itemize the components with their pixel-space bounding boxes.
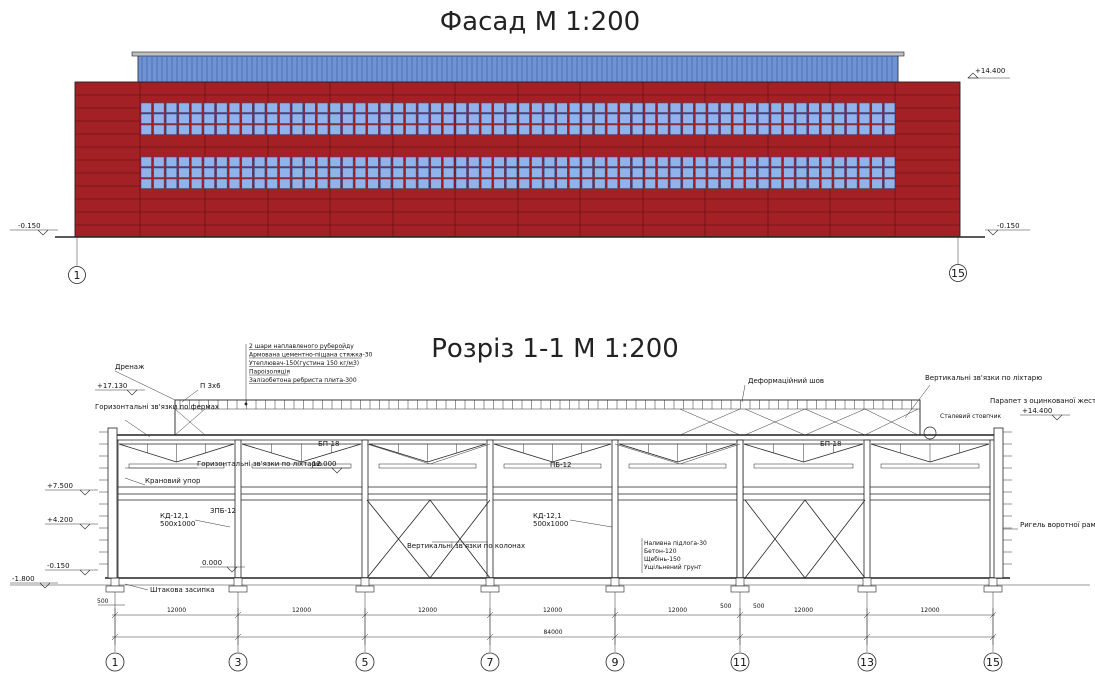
label-horiz-ties-truss: Горизонтальні зв'язки по фермах	[95, 403, 219, 411]
label-drainage: Дренаж	[115, 363, 145, 371]
column-5	[361, 439, 369, 579]
label-strip-foundation: Штакова засипка	[150, 586, 215, 594]
label-zpb12: ЗПБ-12	[210, 507, 236, 515]
facade-axis-1-label: 1	[74, 269, 81, 282]
lantern-ribs	[175, 400, 920, 410]
facade-level-left: -0.150	[10, 222, 58, 236]
dim-span-1: 12000	[167, 607, 186, 614]
section-axis-13: 13	[860, 656, 874, 669]
detail-marker	[923, 426, 937, 440]
facade-level-left-label: -0.150	[18, 222, 41, 230]
section-axis-15: 15	[986, 656, 1000, 669]
section-axis-7: 7	[487, 656, 494, 669]
label-gate-frame: Ригель воротної рами	[1020, 521, 1095, 529]
section-title: Розріз 1-1 М 1:200	[431, 334, 679, 364]
dim-span-4: 12000	[543, 607, 562, 614]
dim-span-5: 12000	[668, 607, 687, 614]
label-bp18-a: БП-18	[318, 440, 340, 448]
facade-drawing	[55, 51, 985, 238]
section-axis-5: 5	[362, 656, 369, 669]
facade-level-right: -0.150	[985, 222, 1030, 236]
facade-roof-strip	[137, 54, 899, 84]
floor-layers-callout: Наливна підлога-30Бетон-120Щебінь-150Ущі…	[644, 540, 707, 571]
end-wall-right	[993, 427, 1004, 579]
dim-total: 84000	[543, 629, 562, 636]
dim-span-2: 12000	[292, 607, 311, 614]
end-wall-left	[107, 427, 118, 579]
floor-layer-4: Ущільнений грунт	[644, 564, 702, 571]
facade-window-bands	[140, 102, 896, 189]
facade-axis-15: 15	[949, 237, 967, 282]
label-pb12: ПБ-12	[550, 461, 572, 469]
dim-span-6: 12000	[794, 607, 813, 614]
section-axis-9: 9	[612, 656, 619, 669]
roof-lantern	[174, 399, 921, 436]
roof-trusses	[118, 443, 990, 469]
roof-layer-4: Пароізоляція	[249, 369, 290, 376]
column-7	[486, 439, 494, 579]
facade-title: Фасад М 1:200	[440, 7, 640, 37]
facade-level-right-label: -0.150	[997, 222, 1020, 230]
section-axis-11: 11	[733, 656, 747, 669]
section-annotations: Дренаж П 3х6 Деформаційний шов Вертикаль…	[95, 363, 1095, 594]
column-9	[611, 439, 619, 579]
level-label-1: +14.400	[1022, 407, 1052, 415]
level-label-4: +4.200	[47, 516, 73, 524]
roof-layer-3: Утеплювач-150(густина 150 кг/м3)	[249, 360, 359, 367]
facade-axis-1: 1	[68, 237, 86, 284]
dim-edge-500-mid2: 500	[753, 603, 765, 610]
roof-layer-2: Армована цементно-піщана стяжка-30	[249, 352, 373, 359]
label-parapet: Парапет з оцинкованої жесті	[990, 397, 1095, 405]
roof-layer-1: 2 шари наплавленого руберойду	[249, 343, 354, 350]
label-p3x6: П 3х6	[200, 382, 221, 390]
dim-span-3: 12000	[418, 607, 437, 614]
level-label-5: -0.150	[47, 562, 70, 570]
foundations	[105, 577, 1003, 593]
column-13	[863, 439, 871, 579]
label-kd-a2: 500х1000	[160, 520, 195, 528]
label-vert-ties-columns-1: Вертикальні зв'язки по колонах	[407, 542, 525, 550]
lantern-cross-bracing	[174, 408, 919, 436]
column-11-twin	[736, 439, 744, 579]
label-kd-b: КД-12,1	[533, 512, 562, 520]
dim-edge-500-mid1: 500	[720, 603, 732, 610]
label-kd-a: КД-12,1	[160, 512, 189, 520]
facade-level-top: +14.400	[967, 67, 1010, 79]
label-vert-ties-lantern: Вертикальні зв'язки по ліхтарю	[925, 374, 1042, 382]
section-axis-1: 1	[112, 656, 119, 669]
dim-span-7: 12000	[920, 607, 939, 614]
label-crane-stop: Крановий упор	[145, 477, 201, 485]
column-bracing	[366, 443, 866, 579]
roof-layer-5: Залізобетона ребриста плита-300	[249, 377, 357, 384]
floor-layer-2: Бетон-120	[644, 548, 677, 555]
section-levels: +17.130 +14.400 12.000 +7.500 +4.200 -0.150 0.…	[10, 382, 1070, 589]
level-label-3: +7.500	[47, 482, 73, 490]
facade-axis-15-label: 15	[951, 267, 965, 280]
level-label-2: 12.000	[312, 460, 337, 468]
level-label-0: +17.130	[97, 382, 127, 390]
facade-roof-ribs	[141, 57, 893, 82]
section-axis-3: 3	[235, 656, 242, 669]
dim-edge-500-left: 500	[97, 598, 109, 605]
facade-roof-cap	[131, 51, 905, 57]
level-label-6: 0.000	[202, 559, 222, 567]
label-horiz-ties-lantern: Горизонтальні зв'язки по ліхтарю	[197, 460, 322, 468]
floor-layer-3: Щебінь-150	[644, 556, 681, 563]
label-kd-b2: 500х1000	[533, 520, 568, 528]
label-deform-seam: Деформаційний шов	[748, 377, 824, 385]
level-label-7: -1.800	[12, 575, 35, 583]
label-steel-column: Сталевий стовпчик	[940, 413, 1001, 420]
floor-layer-1: Наливна підлога-30	[644, 540, 707, 547]
dimension-chain: 500 500 500 12000 12000 12000 12000 12000 120…	[97, 598, 997, 645]
label-bp18-b: БП-18	[820, 440, 842, 448]
section-structure	[10, 399, 1090, 593]
facade-level-top-label: +14.400	[975, 67, 1005, 75]
